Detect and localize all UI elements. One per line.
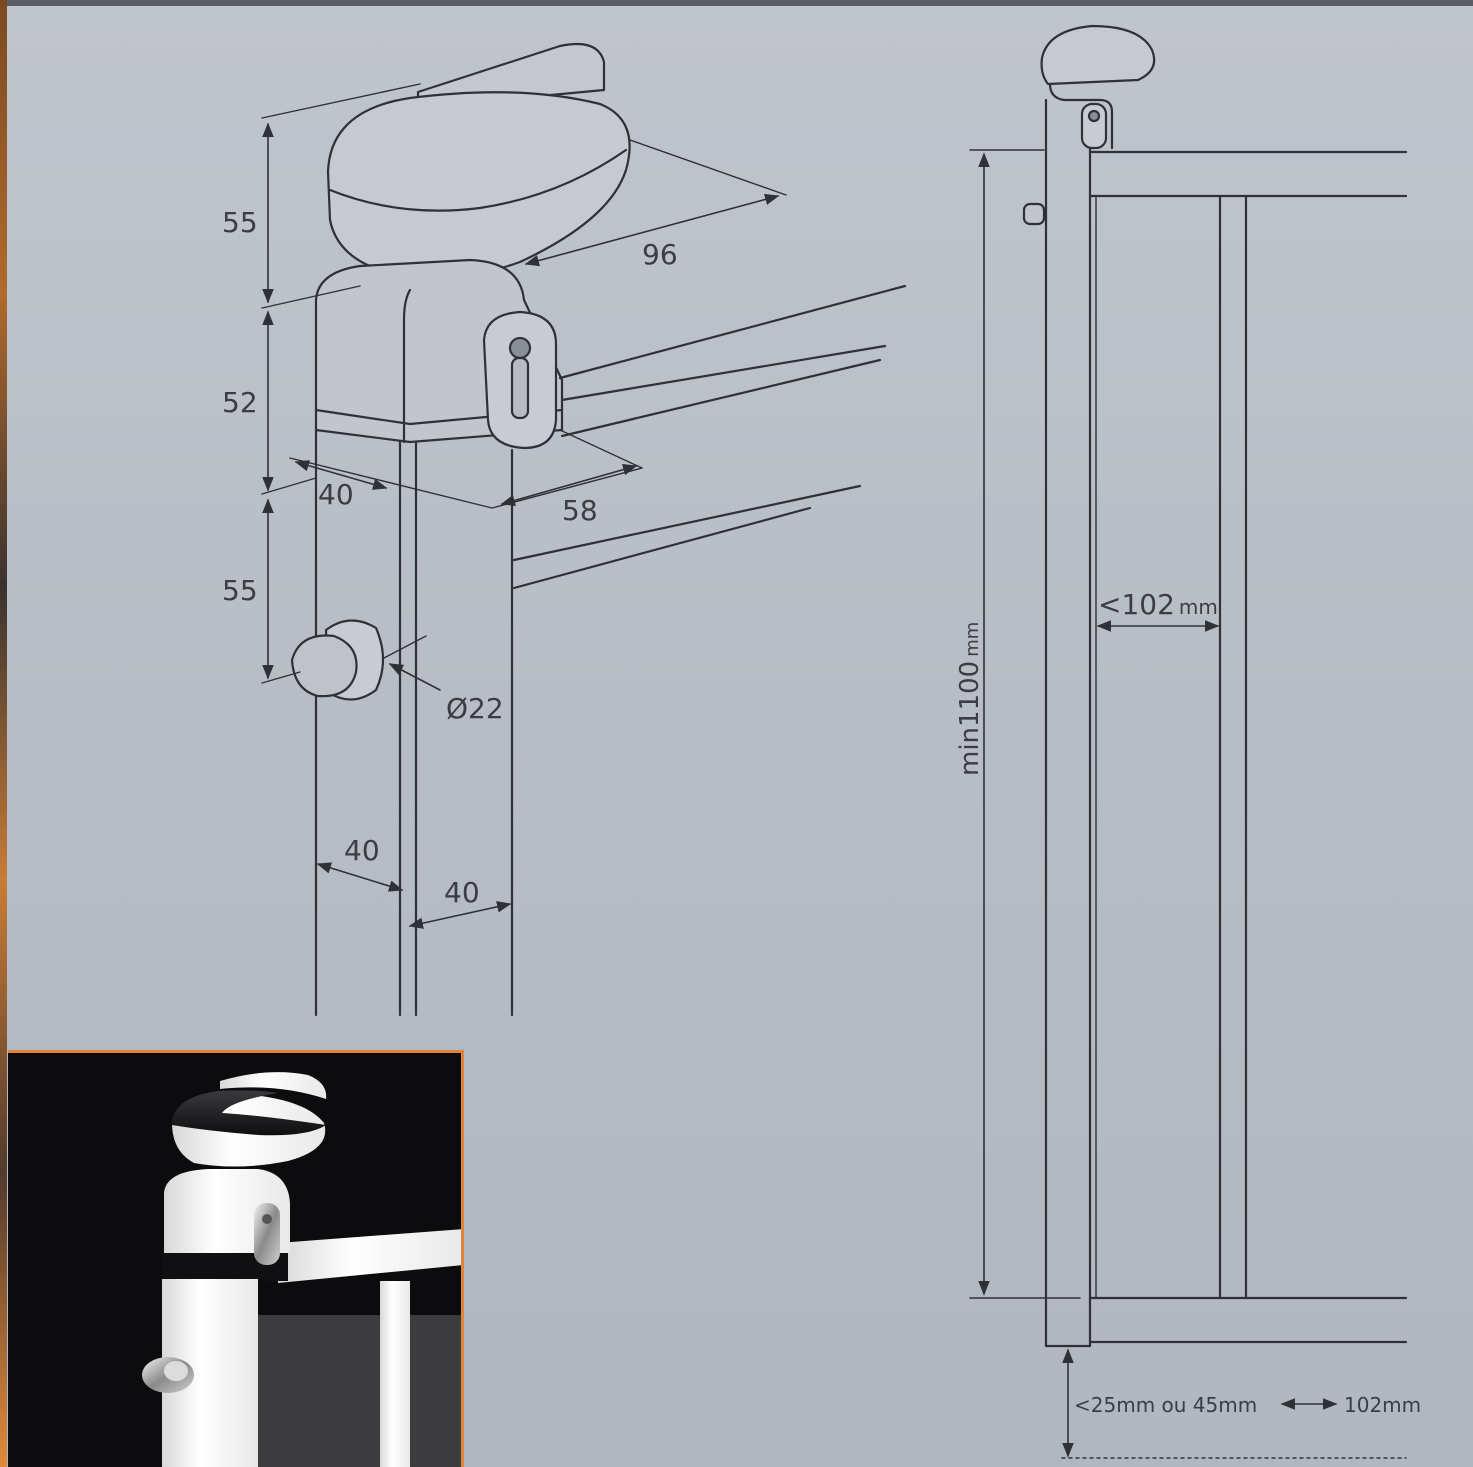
rail-bottom-upper [512,484,862,562]
left-border-strip [0,0,7,1467]
cylinder-slot [510,356,530,420]
product-photo [8,1050,464,1467]
label-cap-height: 55 [222,206,258,239]
elev-cap-neck [1048,82,1114,150]
rail-top-upper [558,284,907,380]
elev-cap [1040,24,1156,86]
label-cylinder-depth: 58 [562,494,598,527]
label-body-height: 52 [222,386,258,419]
knob-head [290,634,358,698]
label-body-width: 40 [318,478,354,511]
rail-top-lower [560,358,882,438]
post-head-ridge [402,288,412,444]
photo-cylinder [254,1203,280,1265]
label-post-left-width: 40 [344,834,380,867]
rail-top-mid [560,344,887,402]
photo-top-rail [278,1229,461,1283]
dim-cap-length [524,193,780,267]
label-cap-length: 96 [642,238,678,271]
rail-bottom-lower [512,506,812,590]
photo-cap-top [220,1072,327,1099]
label-min-height-unit: mm [962,622,983,657]
label-min-height-value: min1100 [955,661,985,776]
photo-cap-black [172,1090,326,1136]
photo-panel [258,1315,461,1467]
label-bottom-gap: 102mm [1344,1393,1421,1417]
label-knob-diameter: Ø22 [446,692,504,725]
label-bottom-clearance: <25mm ou 45mm [1074,1393,1257,1417]
product-photo-illustration [8,1053,461,1467]
label-post-right-width: 40 [444,876,480,909]
dim-body-width [294,460,388,490]
elev-knob [1022,202,1046,226]
top-border [0,0,1473,6]
dim-post-left [316,862,404,892]
photo-baluster [380,1281,410,1467]
label-min-height: min1100 mm [955,622,985,776]
cap-seam [328,148,628,212]
dim-post-right [408,901,512,929]
label-gap-limit-unit: mm [1179,595,1218,619]
dim-cylinder-depth [500,463,638,507]
dim-knob-leader [388,663,441,691]
label-gap-limit-value: <102 [1098,588,1175,621]
label-knob-offset: 55 [222,574,258,607]
